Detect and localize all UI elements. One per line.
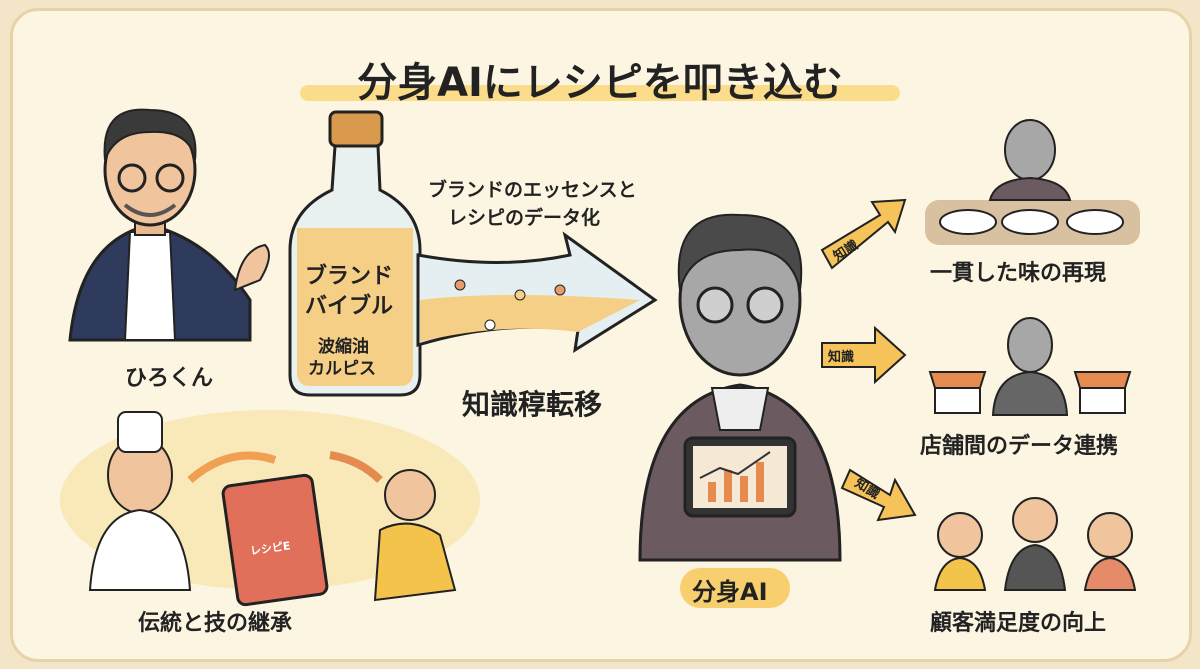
ai-label-pill — [680, 568, 790, 608]
knowledge-arrows — [820, 198, 917, 522]
bottle-sub-2: カルピス — [308, 359, 376, 379]
ai-twin-figure — [638, 213, 842, 562]
outcome-store-data-illustration — [928, 317, 1132, 416]
transfer-label: 知識稕転移 — [462, 388, 603, 421]
caption-line-1: ブランドのエッセンスと — [428, 179, 637, 201]
outcome-label-1: 一貫した味の再現 — [930, 261, 1107, 286]
ai-label: 分身AI — [692, 578, 768, 606]
tradition-illustration — [60, 410, 480, 607]
brand-bible-bottle — [288, 110, 422, 397]
outcome-label-3: 顧客満足度の向上 — [930, 611, 1107, 636]
person-hirokun — [68, 108, 270, 342]
outcome-label-2: 店舗間のデータ連携 — [920, 434, 1119, 459]
arrow-label-2: 知識 — [828, 350, 855, 365]
title-highlight — [300, 85, 900, 101]
caption-line-2: レシピのデータ化 — [448, 207, 601, 229]
transfer-arrow — [416, 231, 658, 353]
bottle-title-2: バイブル — [305, 294, 394, 319]
outcome-consistent-taste-illustration — [925, 119, 1140, 245]
tradition-label: 伝統と技の継承 — [138, 611, 293, 636]
bottle-sub-1: 波縮油 — [318, 337, 369, 357]
page-title: 分身AIにレシピを叩き込む — [357, 60, 843, 106]
bottle-title-1: ブランド — [305, 264, 394, 289]
person-label: ひろくん — [125, 366, 214, 391]
outcome-customers-illustration — [933, 497, 1137, 591]
